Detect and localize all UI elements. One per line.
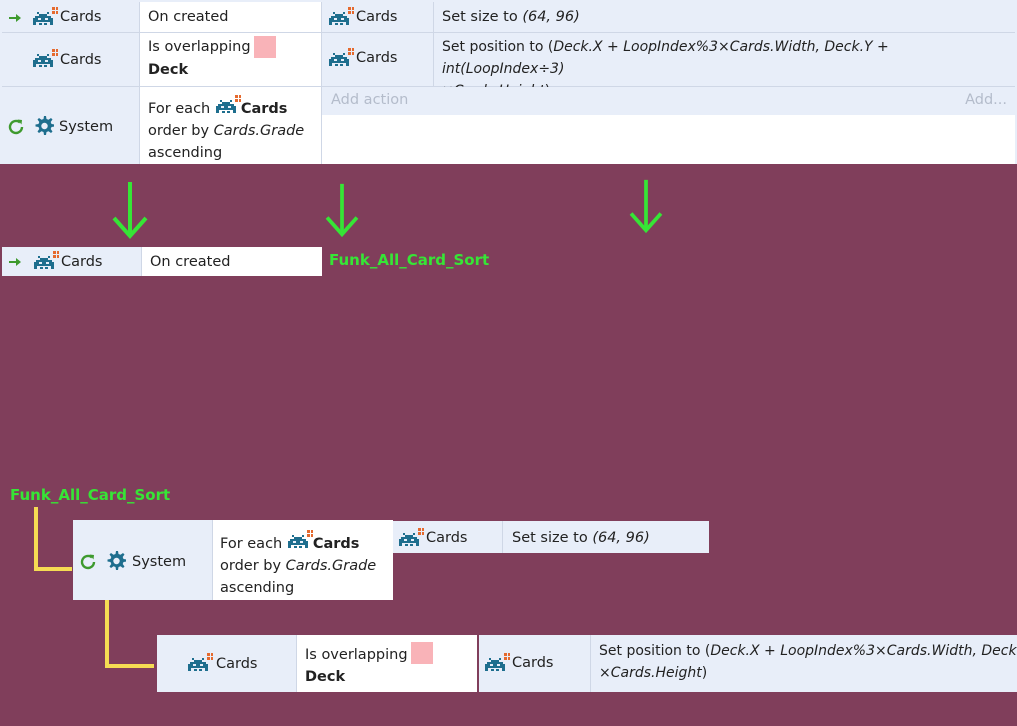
action-verb: Set position to [442,39,548,55]
condition-text: For each Cards order by Cards.Grade asce… [148,95,320,164]
object-name: Cards [512,655,554,671]
event2-object-cell[interactable]: Cards [2,33,140,87]
object-name: Cards [61,254,103,270]
paren-open: ( [704,643,711,659]
condition-text: Is overlapping [148,39,251,55]
action-params: (64, 96) [592,530,650,546]
gear-icon [106,551,126,571]
top-event-sheet: Cards On created Cards Set size to (64, … [0,0,1017,164]
bottom-system-action: Cards Set size to (64, 96) [393,521,709,553]
order-label: order by [220,558,286,574]
object-name: System [132,554,187,570]
bottom-overlap-event: Cards Is overlapping Deck [157,635,477,692]
event3-condition-cell[interactable]: For each Cards order by Cards.Grade asce… [140,87,322,164]
object-name: Cards [216,656,258,672]
cards-object-icon [187,653,213,673]
cards-object-icon [328,48,354,68]
action-object-cell[interactable]: Cards [393,521,503,553]
middle-object-cell[interactable]: Cards [2,247,142,276]
condition-text: On created [148,9,229,25]
object-name: Cards [60,9,102,25]
action-params: (64, 96) [522,9,580,25]
order-direction: ascending [220,580,295,596]
middle-event-row: Cards On created [2,247,322,276]
condition-text: For each Cards order by Cards.Grade asce… [220,530,392,599]
action-text-cell[interactable]: Set position to (Deck.X + LoopIndex%3×Ca… [591,635,1017,692]
system-object-cell[interactable]: System [73,520,213,600]
down-arrow-icon [110,180,150,240]
action1-object-cell[interactable]: Cards [322,2,434,33]
actions-empty-area [322,115,1015,164]
action-verb: Set position to [599,643,705,659]
trigger-arrow-icon [8,11,22,25]
action-object-cell[interactable]: Cards [479,635,591,692]
condition-param: Deck [305,669,346,685]
object-name: Cards [356,50,398,66]
deck-color-swatch [254,36,276,58]
action2-text-cell[interactable]: Set position to (Deck.X + LoopIndex%3×Ca… [434,33,1015,99]
paren-close: ) [701,665,708,681]
cards-object-icon [287,530,313,550]
function-label: Funk_All_Card_Sort [10,486,171,504]
foreach-label: For each [148,101,211,117]
bottom-overlap-action: Cards Set position to (Deck.X + LoopInde… [479,635,1017,692]
paren-open: ( [547,39,554,55]
condition-text: Is overlapping [305,647,408,663]
action-text: Set position to (Deck.X + LoopIndex%3×Ca… [599,640,1017,684]
order-label: order by [148,123,214,139]
action-params-line1: Deck.X + LoopIndex%3×Cards.Width, Deck. [710,643,1017,659]
event3-object-cell[interactable]: System [2,87,140,164]
cards-object-icon [215,95,241,115]
cards-object-icon [484,653,510,673]
trigger-arrow-icon [8,255,22,269]
down-arrow-icon [626,178,666,234]
cards-object-icon [33,251,59,271]
condition-param: Deck [148,62,189,78]
action-verb: Set size to [512,530,593,546]
action-params-line1: Deck.X + LoopIndex%3×Cards.Width, Deck.Y… [442,39,889,77]
event1-condition-cell[interactable]: On created [140,2,322,33]
loop-icon [6,117,26,137]
bottom-system-event: System For each Cards order by Cards.Gra… [73,520,393,600]
foreach-object: Cards [240,101,288,117]
system-condition-cell[interactable]: For each Cards order by Cards.Grade asce… [213,520,393,600]
object-name: Cards [426,530,468,546]
action1-text-cell[interactable]: Set size to (64, 96) [434,2,1015,33]
cards-object-icon [32,7,58,27]
loop-icon [78,552,98,572]
overlap-object-cell[interactable]: Cards [157,635,297,692]
action-text-cell[interactable]: Set size to (64, 96) [503,521,709,553]
add-action-row[interactable]: Add action Add... [322,87,1015,115]
deck-color-swatch [411,642,433,664]
order-expression: Cards.Grade [285,558,377,574]
object-name: Cards [356,9,398,25]
action-text: Set size to (64, 96) [512,530,650,546]
function-call-label: Funk_All_Card_Sort [329,251,490,269]
order-direction: ascending [148,145,223,161]
overlap-condition-cell[interactable]: Is overlapping Deck [297,635,477,692]
gear-icon [34,116,54,136]
foreach-label: For each [220,536,283,552]
action2-object-cell[interactable]: Cards [322,33,434,87]
tree-connector-2 [105,598,154,668]
tree-connector-1 [34,507,72,571]
down-arrow-icon [322,182,362,238]
add-action-link[interactable]: Add action [331,92,409,108]
event1-object-cell[interactable]: Cards [2,2,140,33]
action-params-line2: ×Cards.Height [599,665,702,681]
event2-condition-cell[interactable]: Is overlapping Deck [140,33,322,87]
foreach-object: Cards [312,536,360,552]
object-name: System [59,119,114,135]
condition-text: On created [150,254,231,270]
action-text: Set size to (64, 96) [442,9,580,25]
cards-object-icon [328,7,354,27]
middle-condition-cell[interactable]: On created [142,247,322,276]
order-expression: Cards.Grade [213,123,305,139]
cards-object-icon [32,49,58,69]
add-more-link[interactable]: Add... [965,92,1007,108]
action-verb: Set size to [442,9,523,25]
cards-object-icon [398,528,424,548]
object-name: Cards [60,52,102,68]
